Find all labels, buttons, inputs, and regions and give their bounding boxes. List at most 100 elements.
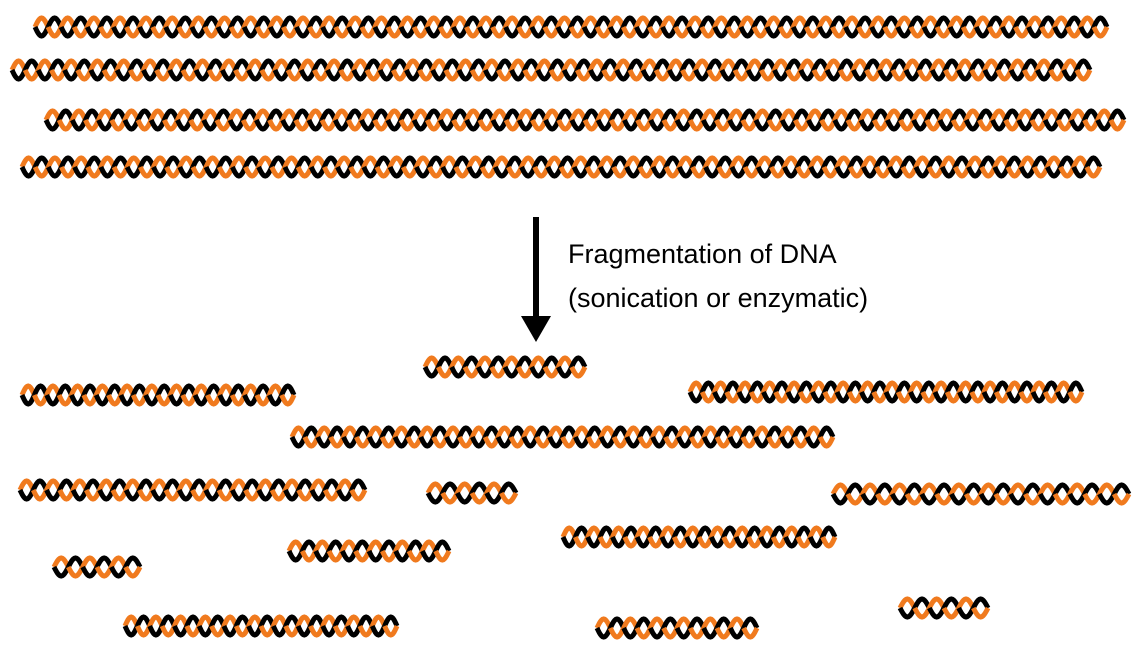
black-strand-segment bbox=[93, 393, 111, 407]
orange-strand-segment bbox=[85, 165, 104, 179]
orange-strand-segment bbox=[1091, 25, 1110, 39]
black-strand-segment bbox=[1056, 108, 1074, 122]
black-strand-segment bbox=[966, 165, 984, 179]
orange-strand-segment bbox=[924, 118, 943, 132]
black-strand-segment bbox=[663, 155, 682, 169]
orange-strand-segment bbox=[215, 15, 234, 29]
orange-strand-segment bbox=[806, 108, 824, 122]
black-strand-segment bbox=[919, 492, 939, 506]
black-strand-segment bbox=[727, 435, 746, 449]
orange-strand-segment bbox=[569, 365, 588, 379]
orange-strand-segment bbox=[535, 58, 554, 72]
orange-strand-segment bbox=[114, 58, 133, 72]
black-strand-segment bbox=[405, 425, 424, 439]
black-strand-segment bbox=[216, 478, 235, 492]
orange-strand-segment bbox=[469, 491, 489, 505]
orange-strand-segment bbox=[712, 380, 730, 394]
black-strand-segment bbox=[701, 435, 720, 449]
orange-strand-segment bbox=[897, 596, 917, 610]
orange-strand-segment bbox=[196, 614, 214, 628]
black-strand-segment bbox=[438, 118, 456, 132]
black-strand-segment bbox=[627, 58, 646, 72]
black-strand-segment bbox=[824, 68, 843, 82]
annotation-line-1: Fragmentation of DNA bbox=[568, 239, 837, 269]
orange-strand-segment bbox=[661, 626, 680, 640]
black-strand-segment bbox=[256, 488, 275, 502]
black-strand-segment bbox=[1084, 155, 1103, 169]
black-strand-segment bbox=[724, 380, 742, 394]
orange-strand-segment bbox=[348, 165, 367, 179]
orange-strand-segment bbox=[1111, 492, 1132, 506]
orange-strand-segment bbox=[555, 15, 574, 29]
orange-strand-segment bbox=[214, 118, 233, 132]
orange-strand-segment bbox=[320, 15, 338, 29]
black-strand-segment bbox=[202, 15, 221, 29]
orange-strand-segment bbox=[322, 165, 340, 179]
black-strand-segment bbox=[109, 565, 128, 579]
black-strand-segment bbox=[348, 155, 367, 169]
black-strand-segment bbox=[476, 365, 494, 379]
black-strand-segment bbox=[783, 535, 801, 549]
black-strand-segment bbox=[742, 155, 761, 169]
black-strand-segment bbox=[969, 380, 987, 394]
black-strand-segment bbox=[676, 435, 694, 449]
black-strand-segment bbox=[215, 25, 234, 39]
black-strand-segment bbox=[1035, 68, 1053, 82]
black-strand-segment bbox=[792, 425, 810, 439]
black-strand-segment bbox=[312, 58, 330, 72]
black-strand-segment bbox=[875, 482, 895, 496]
black-strand-segment bbox=[858, 118, 877, 132]
orange-strand-segment bbox=[913, 155, 932, 169]
black-strand-segment bbox=[111, 25, 129, 39]
orange-strand-segment bbox=[598, 155, 616, 169]
orange-strand-segment bbox=[111, 165, 130, 179]
intact-dna-molecule bbox=[32, 15, 1110, 39]
orange-strand-segment bbox=[911, 108, 930, 122]
orange-strand-segment bbox=[558, 165, 577, 179]
black-strand-segment bbox=[298, 68, 317, 82]
orange-strand-segment bbox=[88, 58, 107, 72]
black-strand-segment bbox=[1061, 68, 1080, 82]
orange-strand-segment bbox=[627, 68, 646, 82]
black-strand-segment bbox=[354, 425, 372, 439]
orange-strand-segment bbox=[203, 478, 222, 492]
orange-strand-segment bbox=[671, 535, 689, 549]
black-strand-segment bbox=[832, 118, 851, 132]
orange-strand-segment bbox=[714, 626, 733, 640]
orange-strand-segment bbox=[137, 15, 155, 29]
orange-strand-segment bbox=[542, 25, 561, 39]
black-strand-segment bbox=[1074, 58, 1093, 72]
orange-strand-segment bbox=[761, 380, 779, 394]
black-strand-segment bbox=[699, 15, 718, 29]
orange-strand-segment bbox=[302, 435, 321, 449]
black-strand-segment bbox=[611, 425, 630, 439]
black-strand-segment bbox=[366, 549, 385, 563]
black-strand-segment bbox=[464, 118, 483, 132]
black-strand-segment bbox=[667, 68, 685, 82]
orange-strand-segment bbox=[118, 383, 136, 397]
orange-strand-segment bbox=[974, 15, 992, 29]
orange-strand-segment bbox=[229, 393, 247, 407]
orange-strand-segment bbox=[543, 108, 561, 122]
black-strand-segment bbox=[798, 68, 817, 82]
orange-strand-segment bbox=[887, 155, 906, 169]
black-strand-segment bbox=[340, 549, 358, 563]
orange-strand-segment bbox=[714, 118, 732, 132]
orange-strand-segment bbox=[32, 393, 50, 407]
black-strand-segment bbox=[431, 425, 449, 439]
orange-strand-segment bbox=[960, 25, 979, 39]
black-strand-segment bbox=[228, 15, 247, 29]
black-strand-segment bbox=[206, 58, 225, 72]
black-strand-segment bbox=[398, 25, 417, 39]
black-strand-segment bbox=[503, 108, 522, 122]
orange-strand-segment bbox=[950, 118, 969, 132]
orange-strand-segment bbox=[1035, 58, 1053, 72]
orange-strand-segment bbox=[804, 25, 822, 39]
orange-strand-segment bbox=[138, 165, 156, 179]
black-strand-segment bbox=[1111, 482, 1132, 496]
black-strand-segment bbox=[98, 165, 117, 179]
orange-strand-segment bbox=[677, 155, 695, 169]
orange-strand-segment bbox=[729, 155, 748, 169]
black-strand-segment bbox=[689, 425, 707, 439]
orange-strand-segment bbox=[969, 68, 988, 82]
